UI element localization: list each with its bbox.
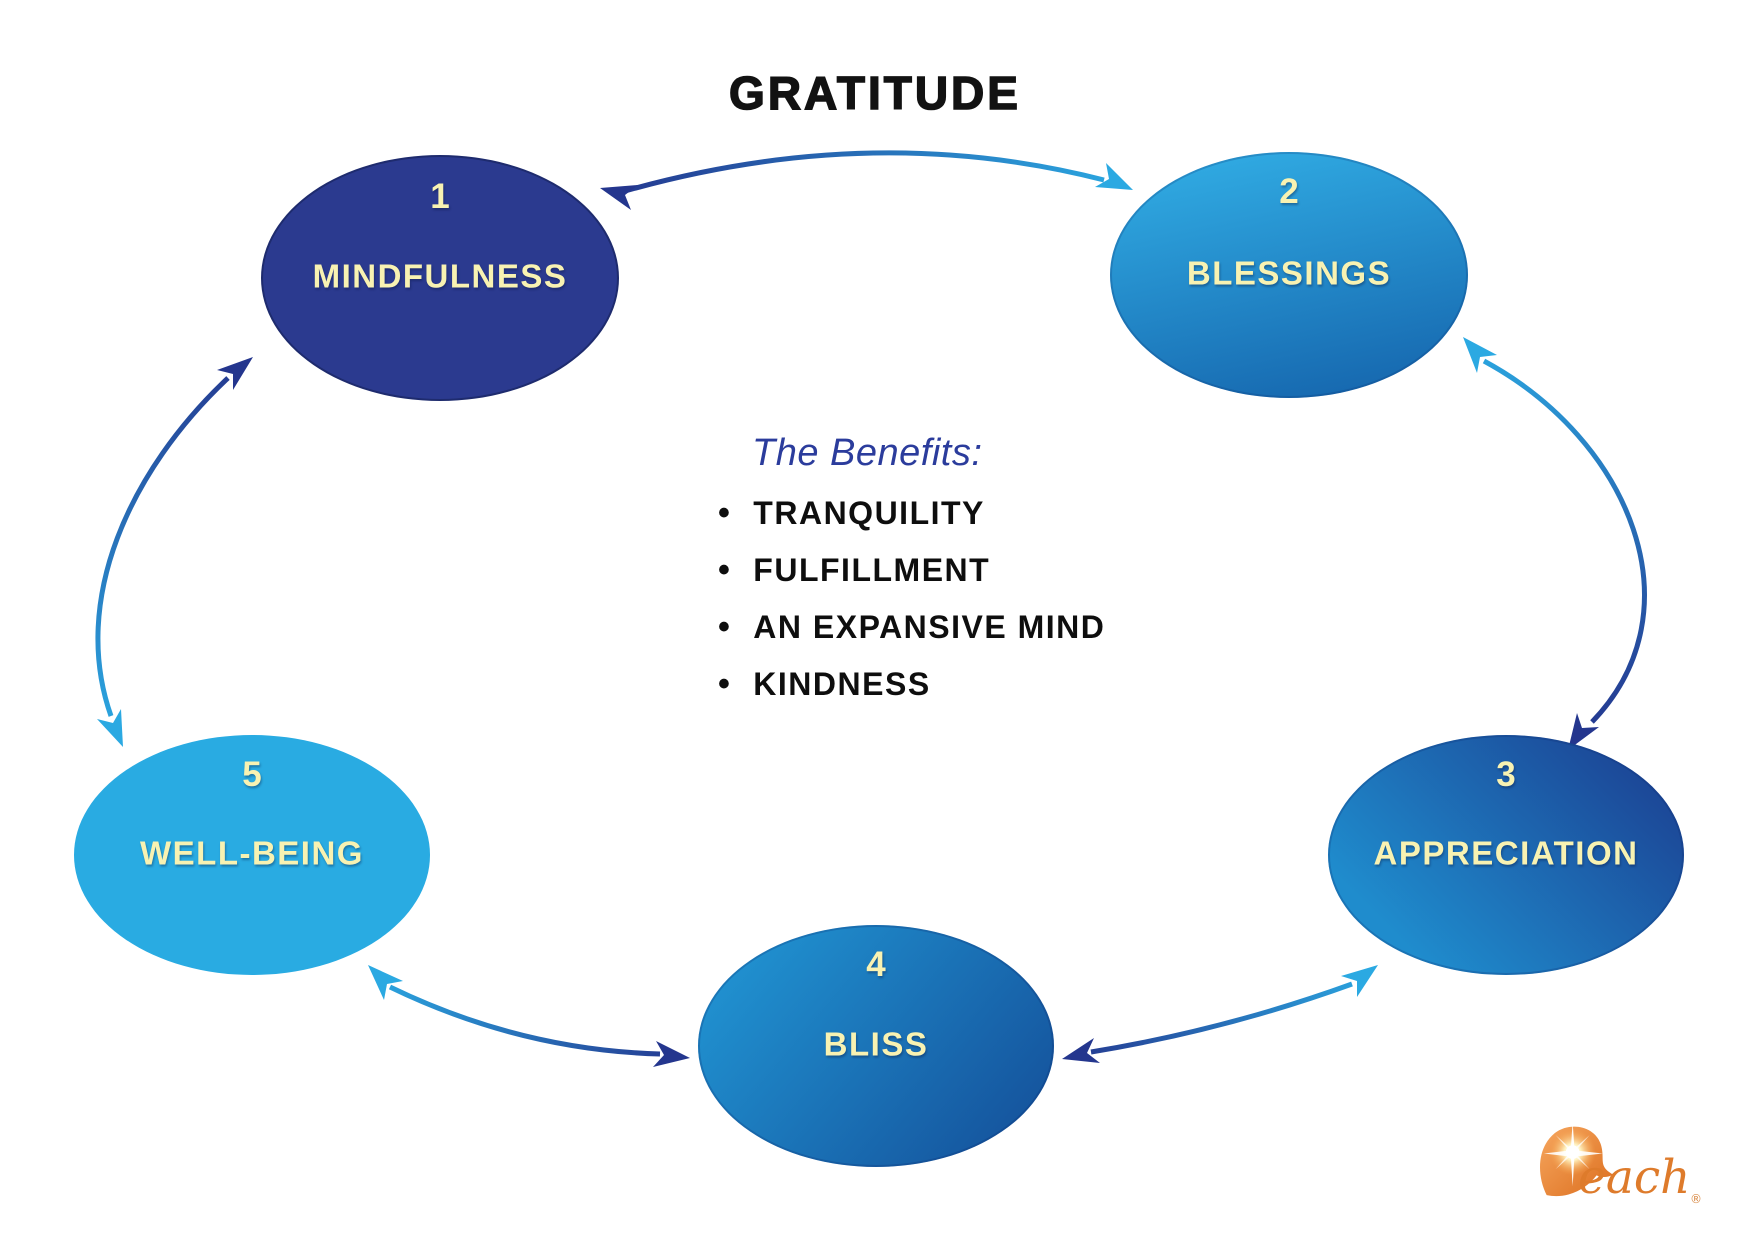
reach-logo: each ® [1520,1106,1735,1216]
node-label: WELL-BEING [140,834,364,872]
node-label: BLISS [823,1025,929,1063]
reach-logo-word: each [1578,1150,1691,1205]
node-number: 2 [1279,172,1299,211]
arrow-blessings-appreciation [1463,337,1647,750]
reach-logo-r-mark-icon [1539,1122,1613,1197]
page-title: GRATITUDE [728,66,1021,120]
arrow-wellbeing-bliss [368,965,690,1067]
node-label: APPRECIATION [1373,834,1639,872]
node-wellbeing: 5 WELL-BEING [74,735,430,975]
benefit-item: AN EXPANSIVE MIND [718,599,1178,656]
node-label: BLESSINGS [1186,254,1392,292]
node-number: 5 [242,755,262,794]
node-mindfulness: 1 MINDFULNESS [261,155,619,401]
benefits-list: TRANQUILITY FULFILLMENT AN EXPANSIVE MIN… [718,485,1178,713]
benefits-panel: The Benefits: TRANQUILITY FULFILLMENT AN… [718,432,1178,713]
node-number: 3 [1496,755,1516,794]
node-number: 1 [430,177,450,216]
arrow-mindfulness-blessings [600,150,1133,210]
arrow-mindfulness-wellbeing [95,357,253,747]
benefits-heading: The Benefits: [752,432,983,474]
benefit-item: FULFILLMENT [718,542,1178,599]
node-number: 4 [866,945,886,984]
benefit-item: KINDNESS [718,656,1178,713]
node-bliss: 4 BLISS [698,925,1054,1167]
arrow-appreciation-bliss [1062,965,1378,1063]
registered-trademark: ® [1690,1192,1702,1206]
node-label: MINDFULNESS [312,257,568,295]
node-appreciation: 3 APPRECIATION [1328,735,1684,975]
benefit-item: TRANQUILITY [718,485,1178,542]
node-blessings: 2 BLESSINGS [1110,152,1468,398]
